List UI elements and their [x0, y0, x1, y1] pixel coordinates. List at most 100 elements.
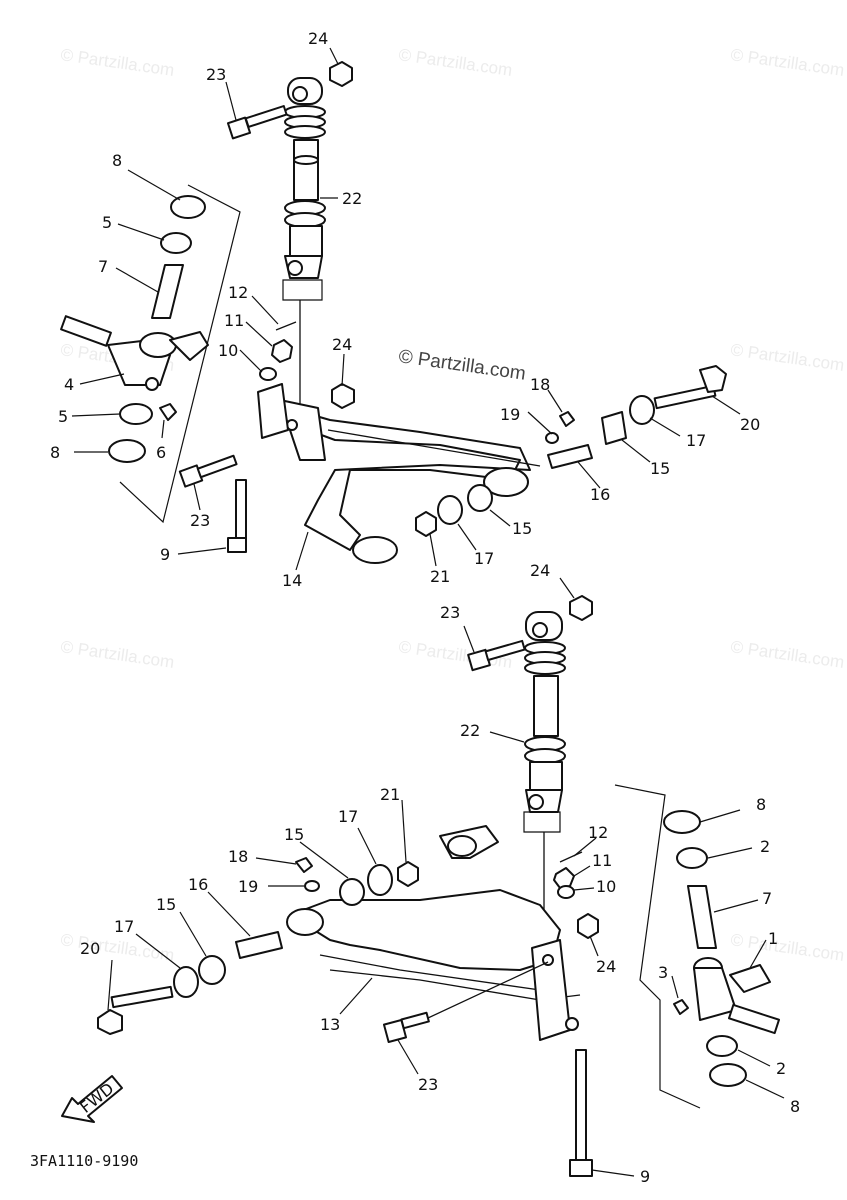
collar-7-lower	[687, 885, 717, 949]
callout-23: 23	[440, 603, 460, 622]
bolt-23-mid	[178, 454, 238, 488]
nut-24-upper	[329, 61, 353, 87]
washer-10-lower	[557, 885, 575, 899]
callout-1: 1	[768, 929, 778, 948]
callout-15: 15	[156, 895, 176, 914]
shock-bracket-outline	[282, 279, 323, 301]
bushing-5-bottom	[119, 403, 153, 425]
callout-16: 16	[590, 485, 610, 504]
shock-absorber-lower	[524, 611, 566, 813]
cotter-3	[673, 999, 689, 1015]
callout-15: 15	[512, 519, 532, 538]
center-watermark: © Partzilla.com	[397, 346, 527, 385]
watermark: © Partzilla.com	[729, 45, 845, 80]
shock-bracket-outline-lower	[523, 811, 561, 833]
nut-24-mid	[331, 383, 355, 409]
callout-10: 10	[596, 877, 616, 896]
washer-17-lower-top	[367, 864, 393, 896]
bushing-15-lower-top	[339, 878, 365, 906]
bushing-15-lower	[198, 955, 226, 985]
nipple-18-upper	[559, 411, 575, 427]
bushing-2-top	[676, 847, 708, 869]
bushing-15-right	[601, 411, 627, 445]
callout-17: 17	[338, 807, 358, 826]
callout-14: 14	[282, 571, 302, 590]
callout-22: 22	[460, 721, 480, 740]
callout-9: 9	[160, 545, 170, 564]
group-outline-left	[119, 184, 241, 524]
watermark: © Partzilla.com	[729, 340, 845, 375]
cotter-6	[159, 403, 177, 421]
washer-10	[259, 367, 277, 381]
bolt-9-lower	[569, 1049, 593, 1177]
washer-19-upper	[545, 432, 559, 444]
leader-lines	[71, 47, 785, 1177]
callout-8: 8	[112, 151, 122, 170]
callout-23: 23	[206, 65, 226, 84]
callout-13: 13	[320, 1015, 340, 1034]
upper-assembly	[60, 61, 727, 564]
washer-8-top	[170, 195, 206, 219]
bolt-23-lower-bottom	[382, 1011, 430, 1044]
callout-10: 10	[218, 341, 238, 360]
washer-19-lower	[304, 880, 320, 892]
watermark: © Partzilla.com	[59, 45, 175, 80]
callout-8: 8	[756, 795, 766, 814]
callout-18: 18	[530, 375, 550, 394]
callout-5: 5	[58, 407, 68, 426]
callout-19: 19	[500, 405, 520, 424]
callout-12: 12	[228, 283, 248, 302]
callout-11: 11	[224, 311, 244, 330]
callout-22: 22	[342, 189, 362, 208]
callout-15: 15	[284, 825, 304, 844]
bushing-5-top	[160, 232, 192, 254]
callout-17: 17	[686, 431, 706, 450]
callout-15: 15	[650, 459, 670, 478]
watermark: © Partzilla.com	[729, 637, 845, 672]
fwd-arrow: FWD	[61, 1075, 123, 1123]
pivot-axis-upper	[327, 429, 541, 467]
nut-21-upper	[415, 511, 437, 537]
collar-16	[547, 444, 593, 469]
bushing-2-bottom	[706, 1035, 738, 1057]
watermark: © Partzilla.com	[59, 637, 175, 672]
washer-17-left	[437, 495, 463, 525]
callout-23: 23	[418, 1075, 438, 1094]
collar-7	[151, 264, 184, 319]
nut-11-lower	[553, 867, 575, 889]
callout-5: 5	[102, 213, 112, 232]
watermark: © Partzilla.com	[729, 930, 845, 965]
collar-16-lower	[235, 931, 283, 959]
callout-17: 17	[474, 549, 494, 568]
callout-17: 17	[114, 917, 134, 936]
cotter-pin-12-lower	[559, 851, 583, 863]
callout-21: 21	[430, 567, 450, 586]
nut-21-lower	[397, 861, 419, 887]
callout-4: 4	[64, 375, 74, 394]
callout-11: 11	[592, 851, 612, 870]
ball-joint-bracket	[257, 383, 289, 439]
bolt-20-lower-head	[97, 1009, 123, 1035]
callout-8: 8	[790, 1097, 800, 1116]
callout-16: 16	[188, 875, 208, 894]
callouts: 24 23 8 22 5 7 12 11 10 24 4 5 8 6 23 9 …	[50, 29, 800, 1186]
group-outline-right	[614, 784, 701, 1109]
callout-3: 3	[658, 963, 668, 982]
callout-24: 24	[308, 29, 328, 48]
callout-6: 6	[156, 443, 166, 462]
lower-assembly: FWD	[61, 595, 780, 1177]
callout-24: 24	[530, 561, 550, 580]
callout-2: 2	[776, 1059, 786, 1078]
washer-17-lower	[173, 966, 199, 998]
callout-7: 7	[98, 257, 108, 276]
callout-12: 12	[588, 823, 608, 842]
callout-20: 20	[740, 415, 760, 434]
bracket-hole-bottom	[565, 1017, 579, 1031]
collar-16-body	[483, 467, 529, 497]
washer-8-lower-bottom	[709, 1063, 747, 1087]
callout-8: 8	[50, 443, 60, 462]
callout-7: 7	[762, 889, 772, 908]
bushing-15-left	[467, 484, 493, 512]
bolt-20-lower	[110, 985, 174, 1009]
